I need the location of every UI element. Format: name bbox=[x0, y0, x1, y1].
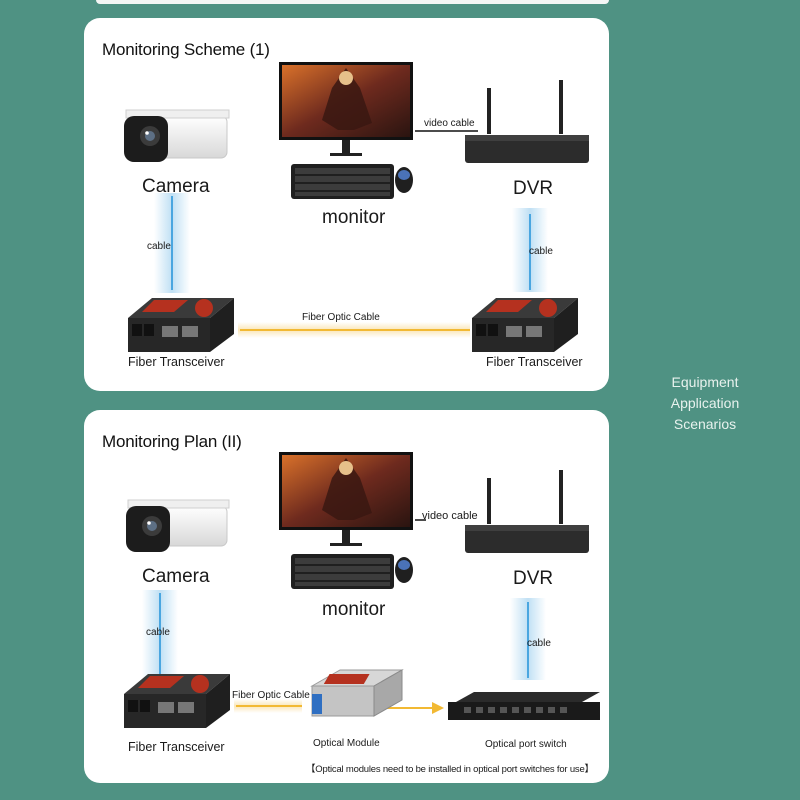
side-caption-line1: Equipment bbox=[671, 374, 739, 390]
side-caption-line2: Application bbox=[670, 395, 740, 411]
fiber-transceiver-icon bbox=[124, 674, 230, 728]
monitor-label: monitor bbox=[322, 599, 386, 620]
keyboard-icon bbox=[291, 554, 394, 589]
monitor-icon bbox=[279, 62, 413, 156]
cable-label-left: cable bbox=[146, 627, 170, 638]
dvr-router-icon bbox=[465, 80, 589, 163]
scheme-2-diagram bbox=[124, 452, 600, 728]
transceiver-label-left: Fiber Transceiver bbox=[128, 355, 225, 369]
optical-module-icon bbox=[310, 669, 404, 717]
fiber-transceiver-icon bbox=[128, 298, 234, 352]
arrow-right-icon bbox=[432, 702, 444, 714]
camera-label: Camera bbox=[142, 176, 210, 197]
transceiver-label: Fiber Transceiver bbox=[128, 740, 225, 754]
monitor-icon bbox=[279, 452, 413, 546]
dvr-router-icon bbox=[465, 470, 589, 553]
cable-label-right: cable bbox=[529, 246, 553, 257]
keyboard-icon bbox=[291, 164, 394, 199]
video-cable-label: video cable bbox=[422, 510, 478, 522]
fiber-cable-label: Fiber Optic Cable bbox=[302, 312, 380, 323]
video-cable-label: video cable bbox=[424, 118, 475, 129]
fiber-transceiver-icon bbox=[472, 298, 578, 352]
panel-title: Monitoring Scheme (1) bbox=[102, 40, 270, 59]
dvr-label: DVR bbox=[513, 178, 554, 199]
mouse-icon bbox=[395, 557, 413, 583]
cable-label-left: cable bbox=[147, 241, 171, 252]
scheme-panel-2: Monitoring Plan (II) bbox=[84, 410, 609, 783]
installation-note: 【Optical modules need to be installed in… bbox=[306, 764, 594, 775]
switch-label: Optical port switch bbox=[485, 739, 567, 750]
camera-label: Camera bbox=[142, 566, 210, 587]
cable-label-right: cable bbox=[527, 638, 551, 649]
optical-switch-icon bbox=[448, 692, 600, 720]
optical-module-label: Optical Module bbox=[313, 738, 380, 749]
scheme-panel-1: Monitoring Scheme (1) bbox=[84, 18, 609, 391]
camera-icon bbox=[126, 499, 230, 552]
fiber-cable-label: Fiber Optic Cable bbox=[232, 690, 310, 701]
camera-icon bbox=[124, 109, 230, 162]
mouse-icon bbox=[395, 167, 413, 193]
side-caption-line3: Scenarios bbox=[673, 416, 737, 432]
side-caption: Equipment Application Scenarios bbox=[640, 372, 770, 435]
monitor-label: monitor bbox=[322, 207, 386, 228]
scheme-1-diagram bbox=[124, 62, 589, 352]
dvr-label: DVR bbox=[513, 568, 554, 589]
previous-panel-edge bbox=[96, 0, 609, 4]
transceiver-label-right: Fiber Transceiver bbox=[486, 355, 583, 369]
panel-title: Monitoring Plan (II) bbox=[102, 432, 242, 451]
